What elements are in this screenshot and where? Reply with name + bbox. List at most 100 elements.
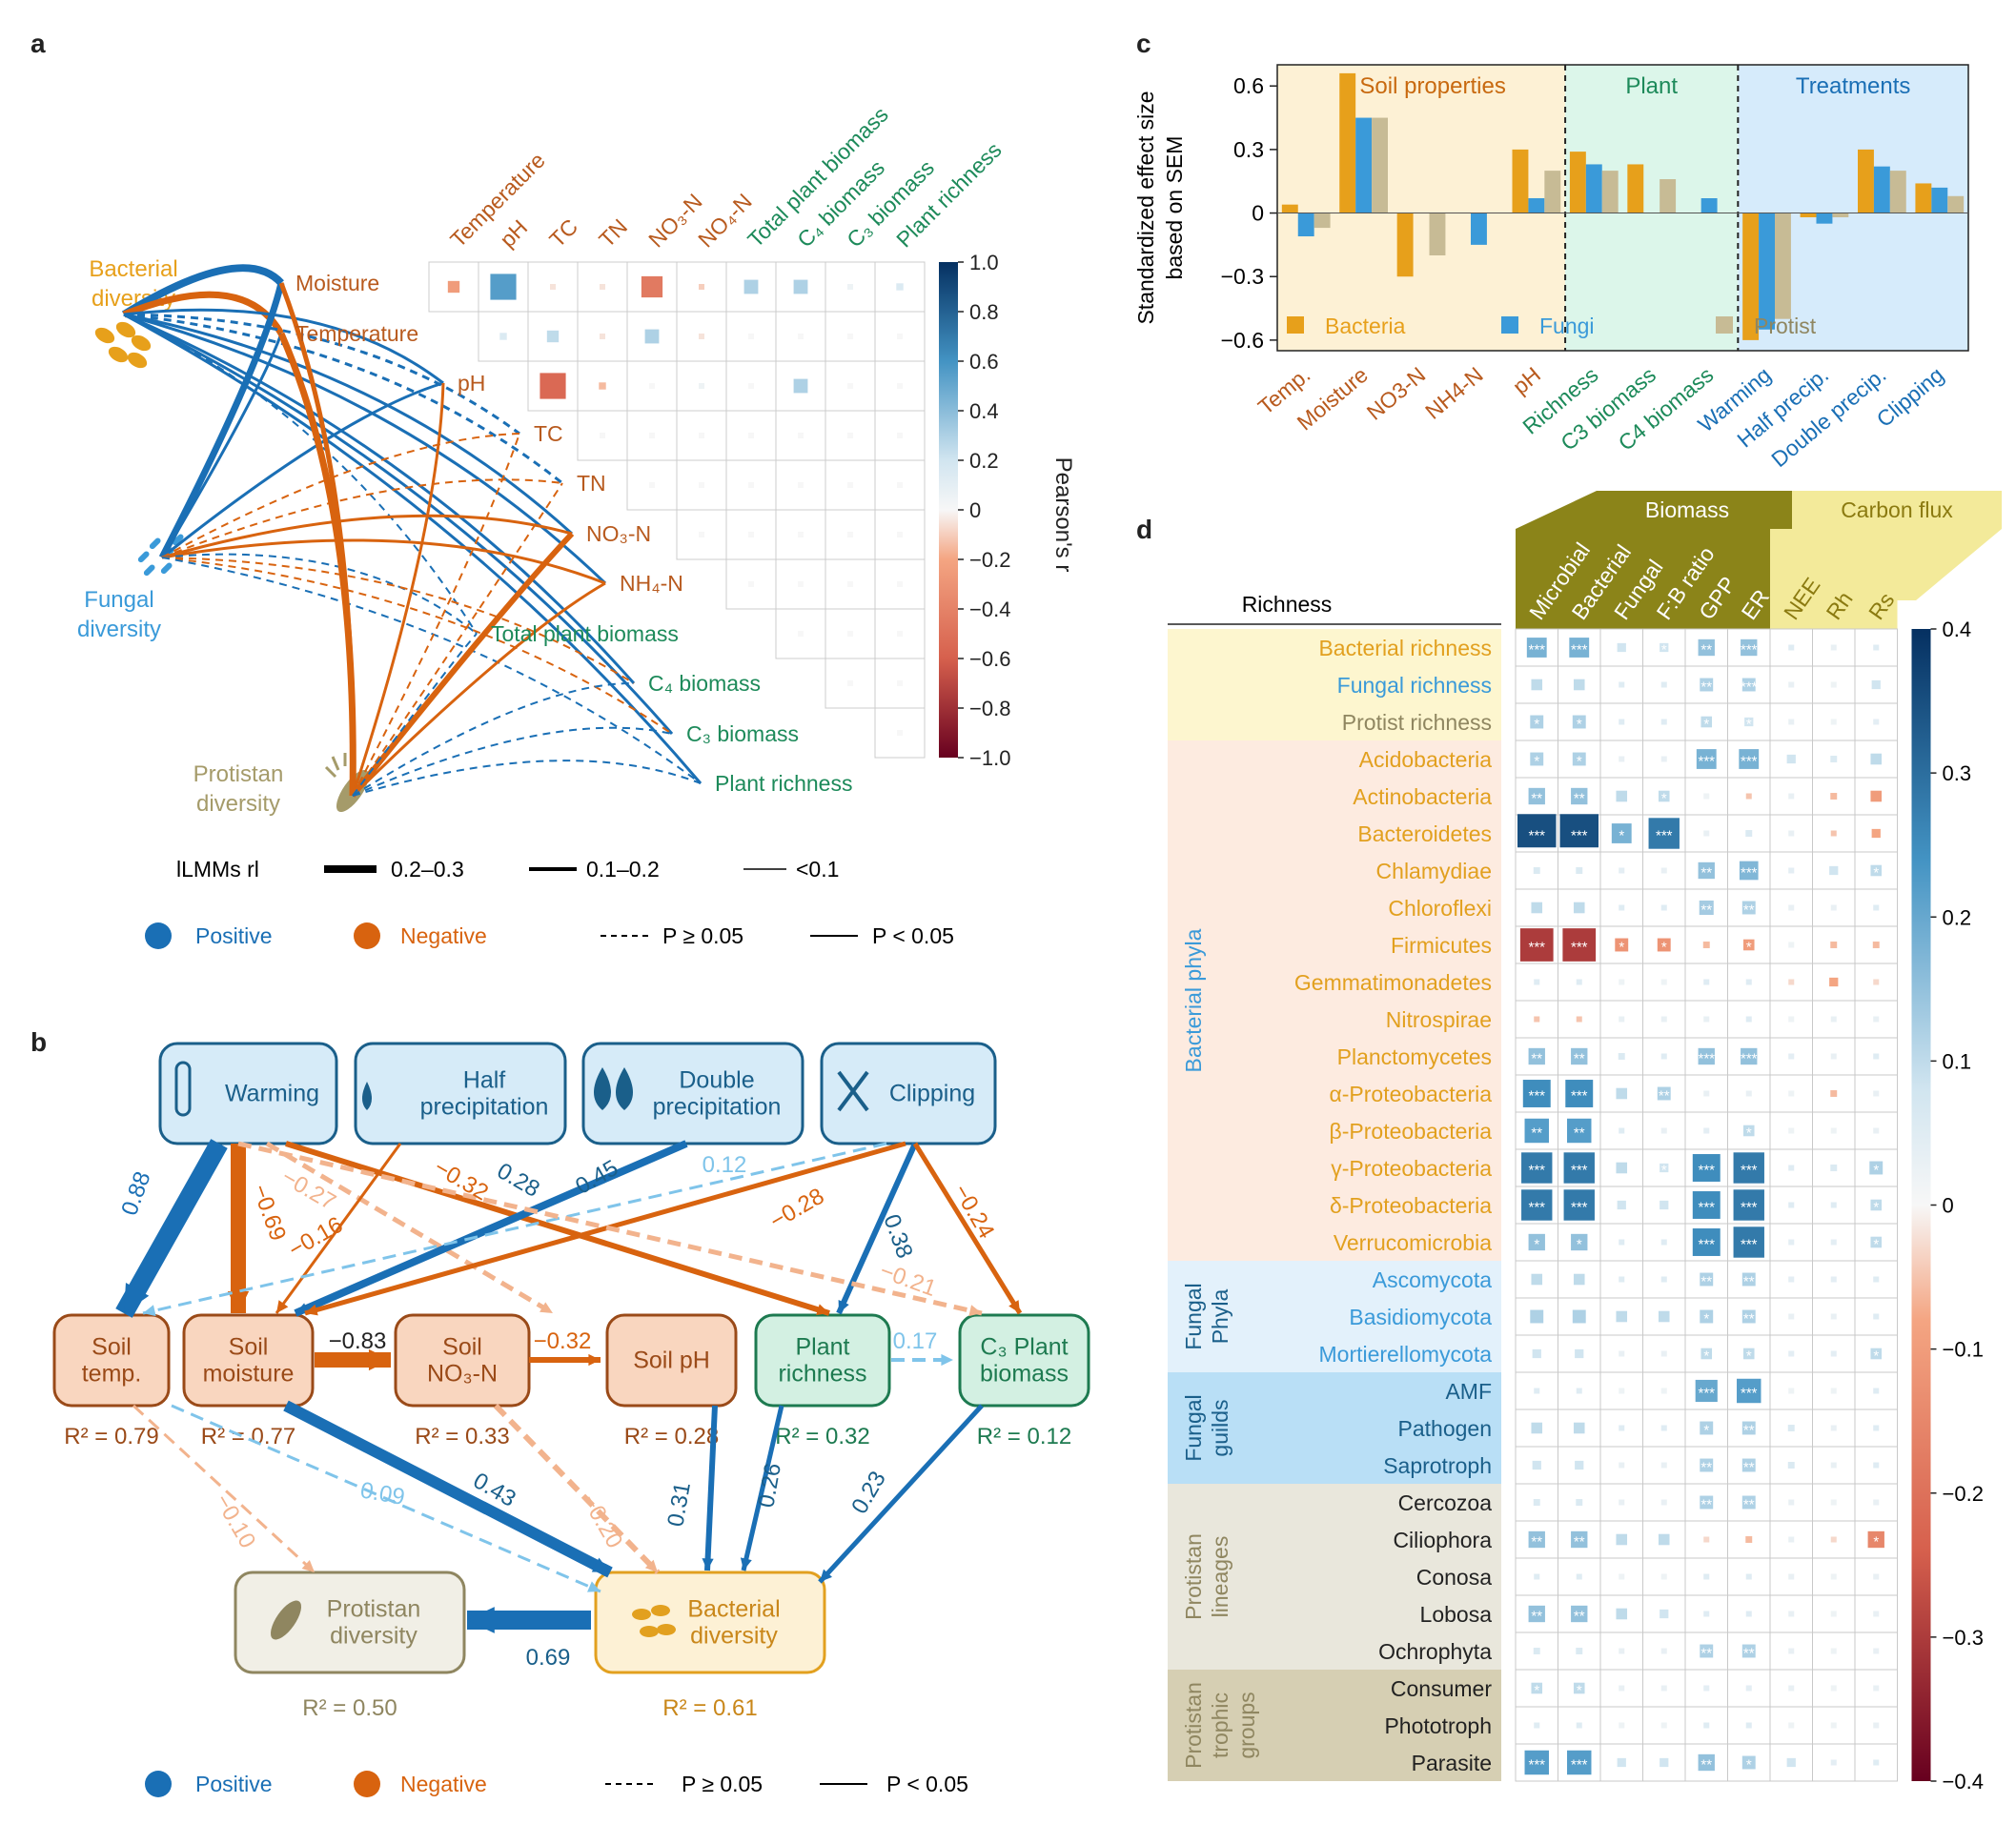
- colorbar-title: Pearson's r: [1050, 457, 1076, 573]
- heatmap-square: [1576, 1016, 1582, 1023]
- heatmap-square: [1660, 1573, 1667, 1580]
- path-coefficient: 0.38: [878, 1211, 917, 1262]
- network-edge: [351, 581, 606, 798]
- row-group-bg: [1168, 1670, 1501, 1781]
- heatmap-cell: [1727, 1557, 1771, 1596]
- legend-negative-dot: [354, 1771, 380, 1797]
- bar: [1372, 117, 1388, 213]
- heatmap-square: [1788, 681, 1795, 688]
- heatmap-square: [1696, 749, 1717, 769]
- heatmap-square: [1830, 1759, 1837, 1766]
- plot-frame: [1276, 64, 1969, 352]
- path-arrow: [171, 1404, 601, 1593]
- row-label: Protist richness: [1342, 710, 1492, 735]
- significance-stars: **: [1743, 1460, 1755, 1476]
- heatmap-square: [1526, 638, 1547, 658]
- heatmap-square: [1533, 867, 1540, 874]
- heatmap-square: [1573, 902, 1585, 914]
- heatmap-square: [1572, 752, 1586, 766]
- network-edge: [161, 538, 606, 585]
- double-precipitation-box: [581, 1042, 804, 1145]
- significance-stars: **: [1700, 1497, 1712, 1513]
- heatmap-square: [1745, 1611, 1752, 1617]
- path-arrow: [741, 1405, 784, 1571]
- heatmap-square: [1575, 1460, 1584, 1470]
- significance-stars: **: [1531, 1609, 1542, 1625]
- matrix-column-label: TC: [544, 213, 582, 252]
- variable-label: Moisture: [295, 271, 379, 295]
- heatmap-square: [1830, 1388, 1837, 1394]
- significance-stars: **: [1700, 1274, 1712, 1290]
- matrix-cell: [725, 261, 777, 313]
- significance-stars: *: [1534, 717, 1539, 733]
- heatmap-square: [1565, 1080, 1594, 1107]
- significance-stars: **: [1531, 1125, 1542, 1142]
- significance-stars: *: [1746, 717, 1752, 733]
- heatmap-square: [1531, 1273, 1543, 1286]
- bar: [1528, 198, 1545, 213]
- row-group-label: Bacterial phyla: [1181, 928, 1206, 1072]
- heatmap-square: [1576, 1388, 1582, 1394]
- heatmap-square: [1873, 1016, 1880, 1023]
- significance-stars: **: [1531, 791, 1542, 807]
- network-edge: [352, 633, 478, 797]
- significance-stars: ***: [1741, 1163, 1758, 1179]
- heatmap-square: [1573, 1273, 1585, 1286]
- bar: [1281, 204, 1298, 213]
- bar: [1800, 213, 1817, 217]
- heatmap-square: [1830, 1722, 1837, 1729]
- significance-stars: **: [1700, 1757, 1712, 1773]
- richness-header: Richness: [1242, 592, 1333, 617]
- heatmap-square: [1788, 1313, 1795, 1320]
- heatmap-square: [1829, 865, 1839, 876]
- significance-stars: **: [1574, 1609, 1585, 1625]
- heatmap-square: [1619, 979, 1625, 985]
- heatmap-square: [1660, 1685, 1667, 1692]
- heatmap-square: [1660, 867, 1667, 874]
- bar: [1355, 117, 1373, 213]
- bar: [1742, 213, 1760, 340]
- heatmap-square: [1742, 1125, 1755, 1137]
- legend-negative-label: Negative: [400, 923, 487, 948]
- heatmap-square: [1703, 793, 1710, 800]
- heatmap-square: [1660, 681, 1667, 688]
- arrow-head: [368, 1348, 391, 1371]
- matrix-square: [699, 482, 704, 488]
- matrix-square: [896, 283, 904, 291]
- heatmap-square: [1830, 1462, 1837, 1469]
- heatmap-square: [1531, 679, 1543, 691]
- heatmap-square: [1870, 1236, 1883, 1248]
- heatmap-square: [1531, 902, 1543, 914]
- arrow-head: [968, 1305, 982, 1317]
- heatmap-square: [1830, 1165, 1838, 1171]
- heatmap-square: [1745, 1536, 1753, 1543]
- heatmap-square: [1700, 1348, 1713, 1360]
- heatmap-square: [1788, 1053, 1795, 1060]
- significance-stars: **: [1574, 1125, 1585, 1142]
- heatmap-square: [1786, 1757, 1796, 1768]
- network-edge: [352, 433, 520, 797]
- heatmap-square: [1618, 1053, 1625, 1060]
- heatmap-square: [1788, 1648, 1795, 1654]
- heatmap-square: [1830, 1536, 1837, 1543]
- significance-stars: ***: [1741, 865, 1758, 882]
- heatmap-square: [1703, 1536, 1710, 1543]
- bar: [1585, 164, 1602, 213]
- matrix-column-label: NO₄-N: [693, 189, 757, 253]
- matrix-square: [897, 680, 903, 686]
- heatmap-square: [1571, 787, 1588, 805]
- heatmap-square: [1619, 1722, 1625, 1729]
- significance-stars: *: [1746, 940, 1752, 956]
- heatmap-square: [1619, 719, 1625, 725]
- bar: [1297, 213, 1314, 236]
- matrix-square: [748, 334, 754, 339]
- heatmap-square: [1616, 1533, 1628, 1546]
- group-label: Soil properties: [1359, 73, 1505, 99]
- significance-stars: ***: [1571, 828, 1588, 844]
- bar: [1832, 213, 1849, 217]
- matrix-square: [600, 334, 605, 339]
- heatmap-square: [1571, 1047, 1588, 1065]
- matrix-square: [793, 378, 808, 394]
